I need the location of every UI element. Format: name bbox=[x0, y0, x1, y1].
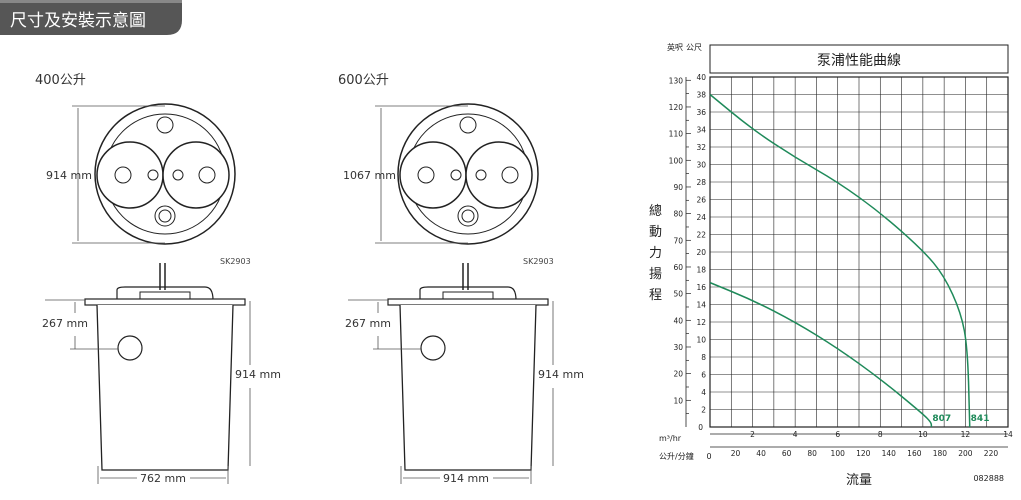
lpm-tick-label: 160 bbox=[907, 449, 922, 458]
lpm-tick-label: 20 bbox=[731, 449, 741, 458]
x-tick-label: 10 bbox=[918, 430, 928, 439]
y-unit-m: 公尺 bbox=[686, 43, 702, 52]
x-tick-label-zero: 0 bbox=[698, 423, 703, 432]
y-tick-label-m: 32 bbox=[696, 143, 706, 152]
base-width-label: 914 mm bbox=[443, 472, 489, 485]
diameter-label: 914 mm bbox=[46, 169, 92, 182]
y-tick-label-m: 26 bbox=[696, 196, 706, 205]
y-tick-label-m: 16 bbox=[696, 283, 706, 292]
x-tick-label: 2 bbox=[750, 430, 755, 439]
y-axis-label: 總動力揚程 bbox=[649, 203, 662, 303]
y-tick-label-ft: 40 bbox=[673, 316, 683, 325]
y-tick-label-m: 28 bbox=[696, 178, 706, 187]
diameter-dimension: 1067 mm bbox=[343, 105, 468, 244]
inlet-depth-label: 267 mm bbox=[345, 317, 391, 330]
y-tick-label-ft: 10 bbox=[673, 396, 683, 405]
series-line-807 bbox=[709, 281, 933, 427]
y-tick-label-m: 20 bbox=[696, 248, 706, 257]
x-axis-label: 流量 bbox=[846, 473, 872, 488]
y-tick-label-m: 8 bbox=[701, 353, 706, 362]
x-tick-label: 12 bbox=[961, 430, 971, 439]
tank-top-view bbox=[94, 103, 236, 245]
inlet-depth-dimension: 267 mm bbox=[42, 299, 118, 350]
height-label: 914 mm bbox=[235, 368, 281, 381]
lpm-tick-label: 180 bbox=[933, 449, 948, 458]
y-tick-label-m: 24 bbox=[696, 213, 706, 222]
y-tick-label-m: 4 bbox=[701, 388, 706, 397]
tank-capacity-label: 400公升 bbox=[35, 73, 86, 88]
y-tick-label-m: 18 bbox=[696, 266, 706, 275]
y-tick-label-m: 38 bbox=[696, 91, 706, 100]
inlet-depth-label: 267 mm bbox=[42, 317, 88, 330]
chart-series: 807 841 bbox=[709, 93, 990, 427]
lpm-tick-label: 200 bbox=[958, 449, 973, 458]
lpm-tick-label: 80 bbox=[807, 449, 817, 458]
y-tick-label-ft: 30 bbox=[673, 343, 683, 352]
y-tick-label-ft: 120 bbox=[669, 103, 684, 112]
height-label: 914 mm bbox=[538, 368, 584, 381]
lpm-tick-label: 140 bbox=[882, 449, 897, 458]
x-unit-m3: m³/hr bbox=[659, 434, 682, 443]
base-width-label: 762 mm bbox=[140, 472, 186, 485]
y-tick-label-ft: 80 bbox=[673, 210, 683, 219]
chart-grid bbox=[709, 76, 1009, 428]
lpm-tick-label: 60 bbox=[782, 449, 792, 458]
tank-diagram-400: 400公升 914 mm SK2903 bbox=[35, 73, 281, 485]
part-code: SK2903 bbox=[523, 257, 554, 266]
diameter-label: 1067 mm bbox=[343, 169, 396, 182]
x-tick-label: 6 bbox=[835, 430, 840, 439]
y-tick-label-m: 36 bbox=[696, 108, 706, 117]
y-tick-label-m: 2 bbox=[701, 406, 706, 415]
chart-ticks: 2468101214161820222426283032343638401020… bbox=[669, 73, 1013, 458]
height-dimension: 914 mm bbox=[538, 301, 584, 466]
tank-side-view bbox=[84, 263, 246, 471]
x-tick-label: 8 bbox=[878, 430, 883, 439]
part-code: SK2903 bbox=[220, 257, 251, 266]
y-tick-label-m: 40 bbox=[696, 73, 706, 82]
y-tick-label-ft: 130 bbox=[669, 76, 684, 85]
y-tick-label-ft: 50 bbox=[673, 290, 683, 299]
y-tick-label-ft: 70 bbox=[673, 236, 683, 245]
inlet-depth-dimension: 267 mm bbox=[345, 299, 421, 350]
y-tick-label-m: 6 bbox=[701, 371, 706, 380]
y-tick-label-ft: 20 bbox=[673, 370, 683, 379]
lpm-tick-label: 100 bbox=[831, 449, 846, 458]
banner-title: 尺寸及安裝示意圖 bbox=[10, 11, 146, 31]
x-tick-label: 4 bbox=[793, 430, 798, 439]
series-line-841 bbox=[709, 93, 971, 427]
tank-capacity-label: 600公升 bbox=[338, 73, 389, 88]
base-width-dimension: 762 mm bbox=[97, 466, 229, 485]
y-tick-label-m: 22 bbox=[696, 231, 706, 240]
chart-title-box bbox=[709, 44, 1009, 74]
lpm-tick-label: 220 bbox=[984, 449, 999, 458]
tank-top-view bbox=[397, 103, 539, 245]
tank-diagram-600: 600公升 1067 mm SK2903 bbox=[338, 73, 584, 485]
y-tick-label-m: 14 bbox=[696, 301, 706, 310]
height-dimension: 914 mm bbox=[235, 301, 281, 466]
chart-title: 泵浦性能曲線 bbox=[817, 53, 901, 69]
tank-side-view bbox=[387, 263, 549, 471]
x-unit-lpm: 公升/分鐘 bbox=[659, 451, 694, 461]
lpm-tick-label: 0 bbox=[706, 452, 711, 461]
y-tick-label-ft: 100 bbox=[669, 156, 684, 165]
lpm-tick-label: 120 bbox=[856, 449, 871, 458]
x-tick-label: 14 bbox=[1003, 430, 1013, 439]
diameter-dimension: 914 mm bbox=[46, 105, 165, 244]
y-tick-label-m: 30 bbox=[696, 161, 706, 170]
y-tick-label-ft: 90 bbox=[673, 183, 683, 192]
y-tick-label-m: 34 bbox=[696, 126, 706, 135]
y-tick-label-ft: 110 bbox=[669, 130, 684, 139]
base-width-dimension: 914 mm bbox=[400, 466, 532, 485]
y-unit-ft: 英呎 bbox=[667, 42, 683, 52]
section-banner: 尺寸及安裝示意圖 bbox=[0, 0, 182, 35]
y-tick-label-ft: 60 bbox=[673, 263, 683, 272]
y-tick-label-m: 10 bbox=[696, 336, 706, 345]
chart-code: 082888 bbox=[973, 474, 1004, 483]
series-label-841: 841 bbox=[971, 414, 990, 424]
y-tick-label-m: 12 bbox=[696, 318, 706, 327]
series-label-807: 807 bbox=[932, 414, 951, 424]
lpm-tick-label: 40 bbox=[756, 449, 766, 458]
pump-performance-chart: 泵浦性能曲線 英呎 公尺 總動力揚程 流量 082888 m³/hr 公升/分鐘… bbox=[649, 42, 1013, 488]
